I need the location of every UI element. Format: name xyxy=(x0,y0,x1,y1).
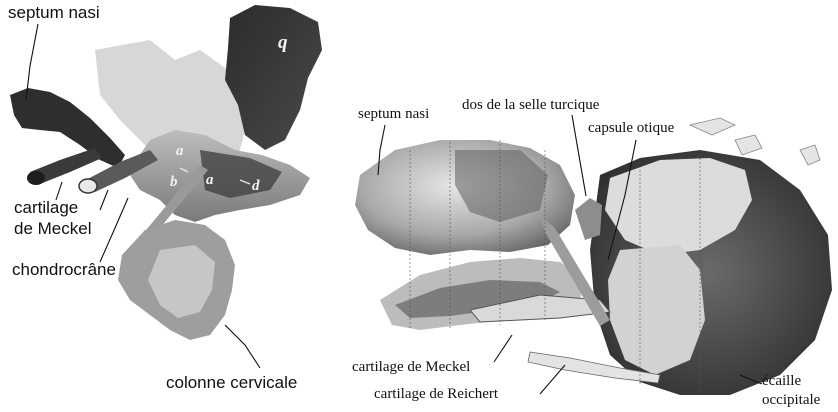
label-cartilage-meckel-left-line2: de Meckel xyxy=(14,219,91,238)
letter-d: d xyxy=(252,178,260,194)
leader-septum-nasi-left xyxy=(26,24,38,100)
right-specimen xyxy=(355,118,832,395)
letter-a-upper: a xyxy=(176,143,184,159)
label-cartilage-meckel-right: cartilage de Meckel xyxy=(352,359,470,375)
letter-a-lower: a xyxy=(206,172,214,188)
label-septum-nasi-right: septum nasi xyxy=(358,106,429,122)
leader-cartilage-meckel-right xyxy=(494,335,512,362)
leader-dos-selle-turcique xyxy=(572,115,586,196)
label-capsule-otique: capsule otique xyxy=(588,120,675,136)
label-septum-nasi-left: septum nasi xyxy=(8,3,100,22)
letter-b: b xyxy=(170,174,178,190)
leader-colonne-cervicale xyxy=(225,325,260,368)
right-top-fragment-2 xyxy=(735,135,762,155)
leader-chondrocrane xyxy=(100,198,128,262)
right-top-fragment-1 xyxy=(690,118,735,135)
label-colonne-cervicale: colonne cervicale xyxy=(166,373,297,392)
left-specimen: q a b a d xyxy=(10,5,322,340)
leader-cartilage-reichert xyxy=(540,365,565,394)
left-meckel-rod-1-tip xyxy=(27,171,45,185)
leader-meckel-left-b xyxy=(100,190,108,210)
label-cartilage-reichert: cartilage de Reichert xyxy=(374,386,499,402)
left-meckel-rod-2-tip xyxy=(79,179,97,193)
label-ecaille-occipitale-line1: écaille xyxy=(762,373,801,389)
right-sella-dorsum xyxy=(575,198,602,240)
right-top-fragment-3 xyxy=(800,145,820,165)
label-ecaille-occipitale-line2: occipitale xyxy=(762,392,821,408)
label-dos-selle-turcique: dos de la selle turcique xyxy=(462,97,600,113)
label-cartilage-meckel-left-line1: cartilage xyxy=(14,198,78,217)
label-chondrocrane: chondrocrâne xyxy=(12,260,116,279)
letter-q: q xyxy=(278,32,288,53)
